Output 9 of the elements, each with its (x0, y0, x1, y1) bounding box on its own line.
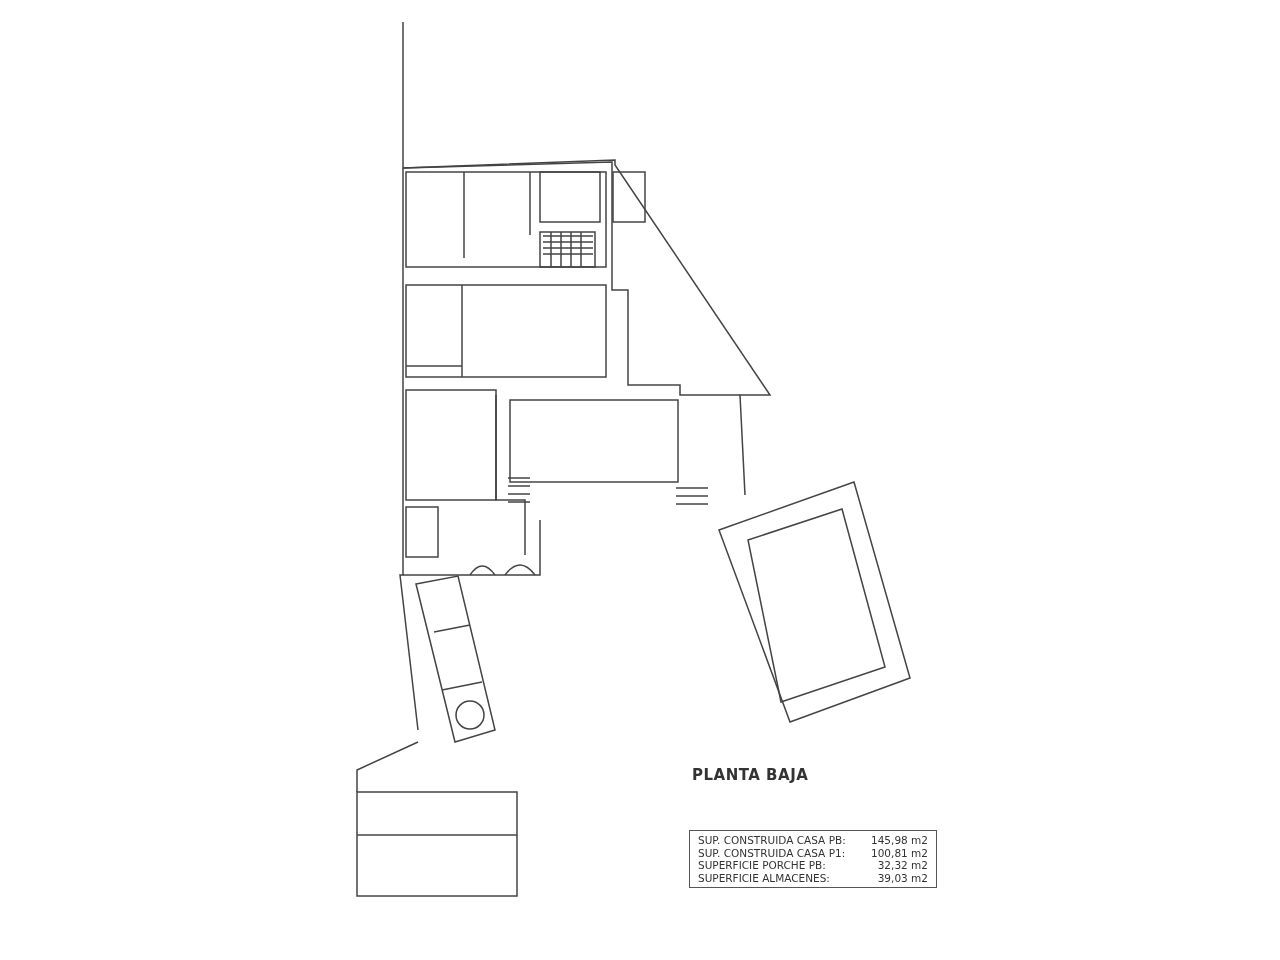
plan-title: PLANTA BAJA (692, 766, 809, 784)
area-value: 100,81 m2 (870, 846, 928, 859)
area-label: SUPERFICIE ALMACENES: (698, 871, 831, 884)
area-value: 39,03 m2 (876, 871, 928, 884)
area-label: SUP. CONSTRUIDA CASA P1: (698, 846, 847, 859)
area-value: 145,98 m2 (870, 834, 928, 847)
area-label: SUPERFICIE PORCHE PB: (698, 859, 827, 872)
area-label: SUP. CONSTRUIDA CASA PB: (698, 834, 847, 847)
area-value: 32,32 m2 (876, 859, 928, 872)
